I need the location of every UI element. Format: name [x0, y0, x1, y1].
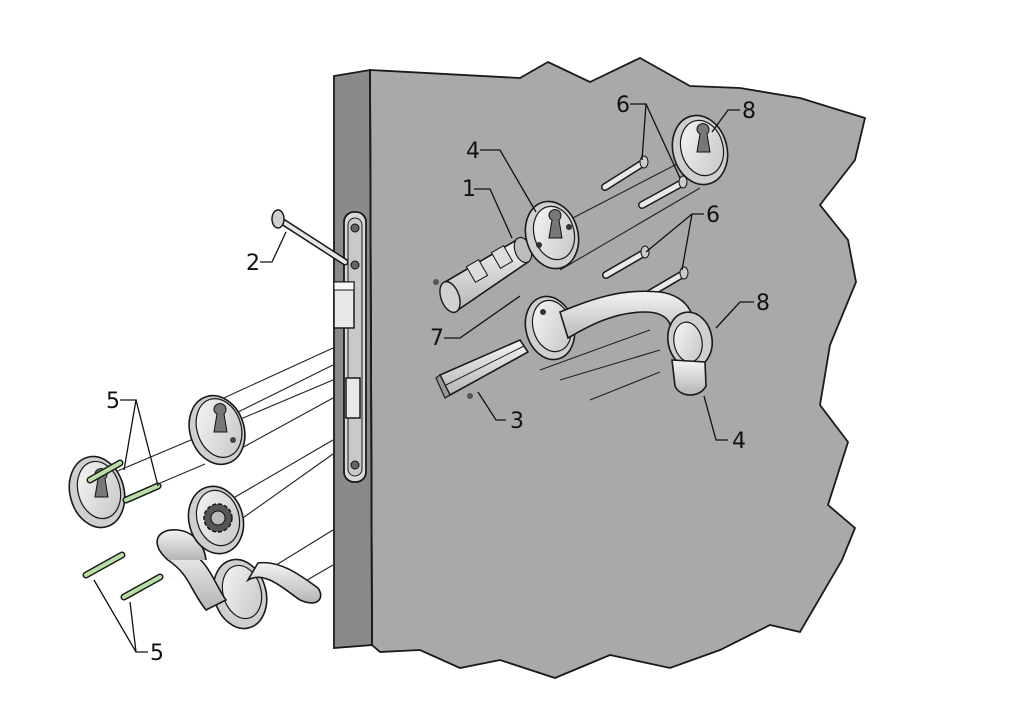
long-screw — [271, 209, 349, 266]
callout-1: 1 — [462, 177, 476, 202]
door-panel — [333, 56, 867, 679]
callouts: 1 2 3 4 4 5 5 6 6 7 8 8 — [93, 93, 770, 666]
keyhole-rose-left — [68, 455, 126, 529]
spindle-rose-left — [187, 485, 245, 555]
callout-6-top: 6 — [616, 93, 630, 118]
green-screw-1 — [86, 459, 124, 484]
callout-5-top: 5 — [106, 389, 120, 414]
green-screw-3 — [82, 551, 126, 579]
callout-8-top: 8 — [742, 99, 756, 124]
keyhole-rose-right — [524, 200, 580, 270]
green-screw-4 — [120, 573, 164, 601]
lever-handle-left — [156, 529, 322, 630]
green-screw-2 — [122, 482, 162, 504]
callout-4-top: 4 — [466, 139, 480, 164]
lever-handle-right — [524, 290, 714, 396]
callout-6-middle: 6 — [706, 203, 720, 228]
callout-3: 3 — [510, 409, 524, 434]
deadbolt — [345, 377, 361, 419]
callout-4-bottom: 4 — [732, 429, 746, 454]
escutcheon-cap-right — [671, 114, 729, 186]
keyhole-escutcheon-left — [188, 394, 246, 466]
callout-7: 7 — [430, 326, 444, 351]
callout-8-middle: 8 — [756, 291, 770, 316]
mortise-lock-faceplate — [333, 211, 367, 483]
square-spindle — [435, 338, 530, 399]
door-face — [369, 56, 867, 679]
lock-cylinder — [433, 236, 533, 314]
callout-2: 2 — [246, 251, 260, 276]
callout-5-bottom: 5 — [150, 641, 164, 666]
